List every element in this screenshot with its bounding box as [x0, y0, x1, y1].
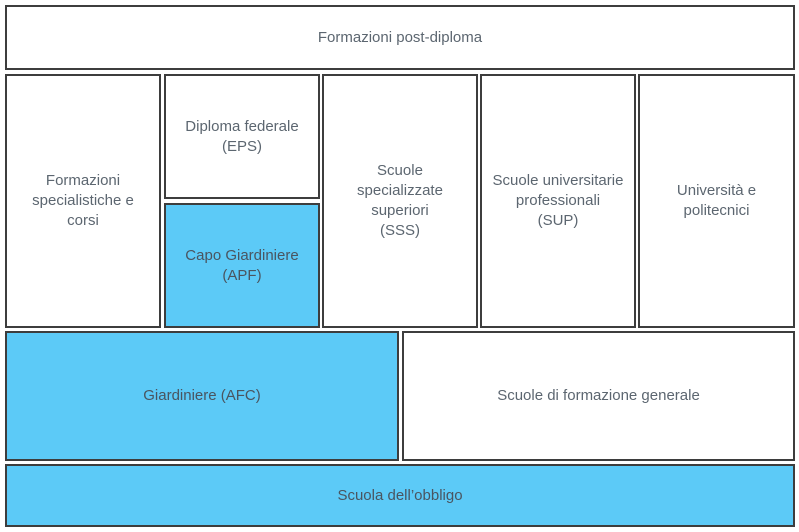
box-label: Università e: [676, 182, 757, 199]
box-label: Capo Giardiniere: [185, 246, 299, 264]
box-label: Scuole di formazione generale: [497, 387, 700, 404]
box-diploma-federale: Diploma federale (EPS): [164, 74, 320, 199]
box-formazioni-post-diploma: Formazioni post-diploma: [5, 5, 795, 70]
box-label: Giardiniere (AFC): [143, 387, 261, 404]
box-label: (EPS): [221, 137, 262, 155]
box-scuole-formazione-generale: Scuole di formazione generale: [402, 331, 795, 461]
box-label: superiori: [371, 202, 429, 219]
box-label: Diploma federale: [185, 117, 299, 135]
box-label: Formazioni: [45, 172, 121, 189]
box-label: corsi: [67, 212, 99, 229]
box-label: politecnici: [683, 202, 750, 219]
box-formazioni-specialistiche: Formazioni specialistiche e corsi: [5, 74, 161, 328]
box-label: Scuole: [377, 162, 423, 179]
box-label: Formazioni post-diploma: [317, 28, 483, 46]
box-universita-politecnici: Università e politecnici: [638, 74, 795, 328]
box-label: Scuole universitarie: [492, 172, 624, 189]
box-label: (SUP): [537, 212, 579, 229]
box-label: specializzate: [357, 182, 443, 199]
box-label: (APF): [222, 266, 262, 284]
box-scuole-specializzate-superiori: Scuole specializzate superiori (SSS): [322, 74, 478, 328]
box-giardiniere-afc: Giardiniere (AFC): [5, 331, 399, 461]
box-scuola-obbligo: Scuola dell’obbligo: [5, 464, 795, 527]
box-label: (SSS): [379, 222, 420, 239]
box-label: specialistiche e: [32, 192, 134, 209]
box-scuole-universitarie-professionali: Scuole universitarie professionali (SUP): [480, 74, 636, 328]
box-label: professionali: [515, 192, 601, 209]
box-label: Scuola dell’obbligo: [337, 486, 463, 504]
box-capo-giardiniere: Capo Giardiniere (APF): [164, 203, 320, 328]
